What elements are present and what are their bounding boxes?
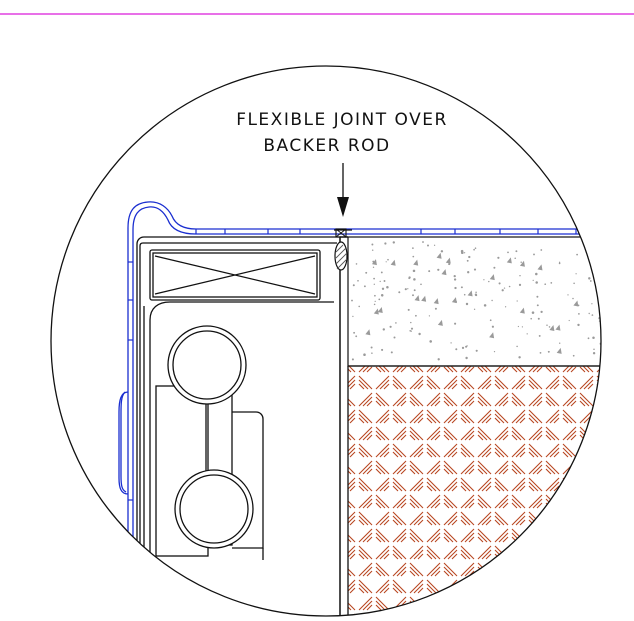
detail-boundary-circle (50, 65, 602, 617)
callout-line-1: FLEXIBLE JOINT OVER (236, 110, 448, 130)
waterproof-membrane (118, 201, 601, 616)
backer-rod (334, 228, 348, 271)
conduit-assembly (139, 242, 337, 616)
junction-box (149, 249, 321, 301)
callout-leader-arrow (337, 163, 349, 217)
aggregate-fill-region (347, 236, 601, 367)
conduit-pipe-bottom (174, 469, 254, 549)
conduit-pipe-top (167, 325, 247, 405)
soil-region (348, 366, 601, 616)
callout-line-2: BACKER ROD (263, 136, 390, 156)
